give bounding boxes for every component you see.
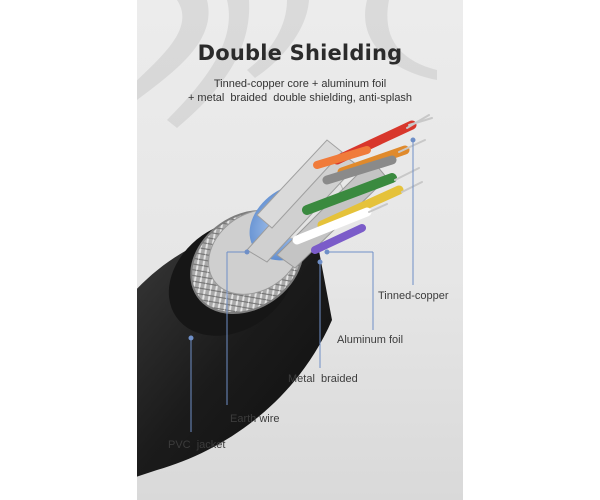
label-aluminum-foil: Aluminum foil: [337, 334, 404, 346]
colored-conductors: [292, 120, 417, 254]
label-tinned-copper: Tinned-copper: [378, 290, 449, 302]
subtitle-line-1: Tinned-copper core + aluminum foil: [213, 78, 387, 90]
palm-shadow-decor: [137, 0, 437, 128]
label-metal-braided: Metal braided: [288, 373, 358, 385]
label-earth-wire: Earth wire: [230, 413, 280, 425]
subtitle-line-2: + metal braided double shielding, anti-s…: [187, 92, 413, 104]
product-image-panel: Double Shielding Tinned-copper core + al…: [137, 0, 463, 500]
cable-illustration: [137, 0, 437, 477]
tinned-copper-strands: [368, 114, 433, 213]
callout-leaders: [188, 137, 416, 432]
label-pvc-jacket: PVC jacket: [168, 439, 226, 451]
page-title: Double Shielding: [197, 41, 403, 65]
